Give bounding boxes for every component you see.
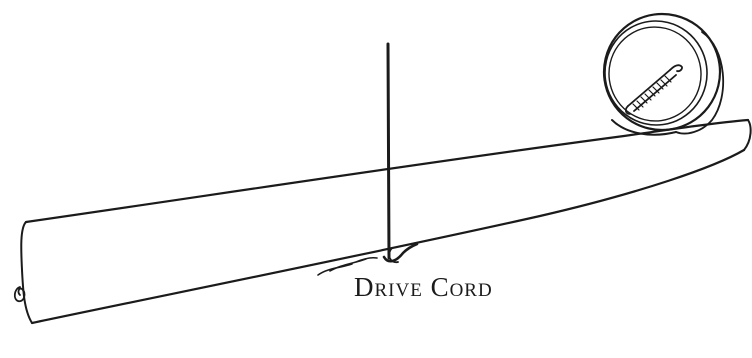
cord-upper-run: [24, 118, 750, 224]
cord-twist-marks: [317, 256, 378, 276]
left-spring-loop: [13, 286, 26, 303]
cord-right-turn: [743, 119, 752, 151]
dial-spring-icon: [624, 64, 683, 115]
pointer-clamp-ring: [388, 247, 399, 264]
cord-left-end: [20, 221, 33, 324]
diagram-caption: Drive Cord: [354, 272, 493, 302]
dial-drum: [602, 12, 724, 136]
pointer-shaft: [386, 42, 391, 260]
cord-lower-run: [30, 148, 746, 325]
pointer-clamp: [382, 242, 419, 263]
